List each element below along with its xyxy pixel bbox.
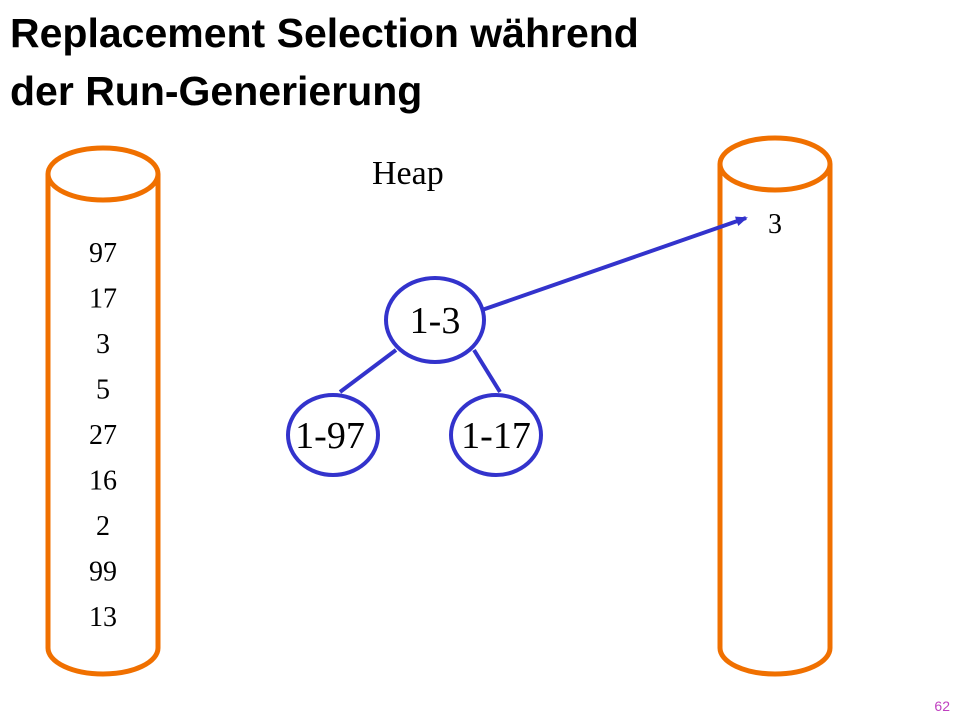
input_run-value: 17 — [89, 284, 117, 315]
input_run-value: 5 — [96, 375, 110, 406]
heap-node-root: 1-3 — [384, 276, 486, 364]
output_run-value: 3 — [768, 209, 782, 240]
slide-title-line-1: Replacement Selection während — [10, 10, 639, 56]
output-cylinder-top — [717, 135, 833, 193]
input_run-value: 2 — [96, 511, 110, 542]
heap-label: Heap — [372, 155, 444, 192]
output-cylinder-body — [717, 164, 833, 677]
input_run-value: 99 — [89, 557, 117, 588]
slide-title-line-2: der Run-Generierung — [10, 68, 423, 114]
heap-node-left: 1-97 — [286, 393, 380, 477]
heap-edge-left — [338, 348, 398, 394]
heap-edge-right — [472, 348, 502, 394]
input-cylinder-top — [45, 145, 161, 203]
heap-node-left-label: 1-97 — [295, 415, 365, 457]
heap-node-right-label: 1-17 — [461, 415, 531, 457]
input-run-cylinder — [45, 145, 161, 677]
input-run-values: 97 17 3 5 27 16 2 99 13 — [89, 238, 117, 633]
output-arrow — [481, 216, 748, 312]
output-run-cylinder — [717, 135, 833, 677]
input_run-value: 97 — [89, 238, 117, 269]
heap-node-right: 1-17 — [449, 393, 543, 477]
output-run-values: 3 — [768, 209, 782, 240]
input_run-value: 3 — [96, 329, 110, 360]
heap-node-root-label: 1-3 — [410, 300, 461, 342]
input-cylinder-body — [45, 174, 161, 677]
page-number: 62 — [934, 698, 950, 714]
input_run-value: 16 — [89, 466, 117, 497]
input_run-value: 13 — [89, 602, 117, 633]
slide-title: Replacement Selection während der Run-Ge… — [10, 4, 950, 120]
input_run-value: 27 — [89, 420, 117, 451]
